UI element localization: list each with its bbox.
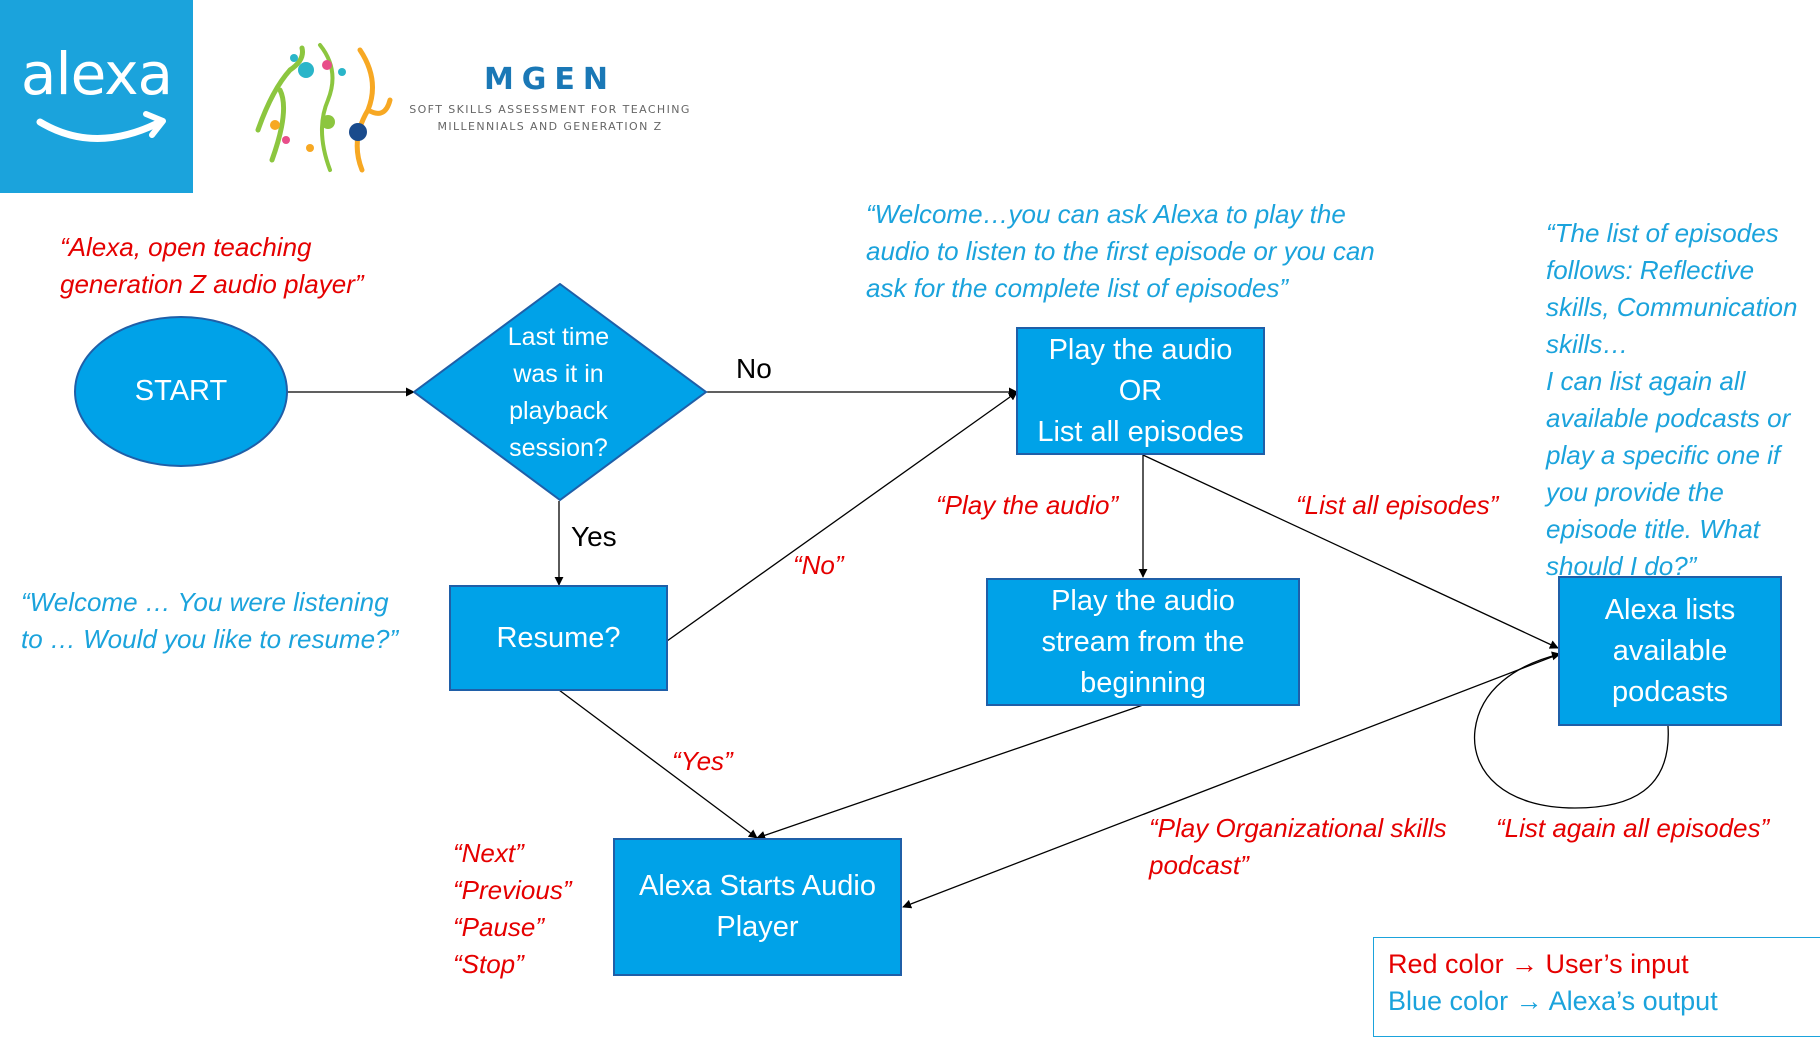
- audio-player-node: Alexa Starts Audio Player: [613, 838, 902, 976]
- user-input-play-org: “Play Organizational skills podcast”: [1149, 813, 1447, 880]
- alexa-output-welcome-resume: “Welcome … You were listening to … Would…: [21, 587, 399, 654]
- legend-blue: Blue color → Alexa’s output: [1388, 986, 1718, 1016]
- alexa-output-welcome-first: “Welcome…you can ask Alexa to play the a…: [866, 199, 1375, 303]
- alexa-lists-label: Alexa lists available podcasts: [1604, 593, 1736, 708]
- edge-stream-to-player: [756, 704, 1144, 840]
- resume-label: Resume?: [496, 621, 621, 654]
- mgen-subtitle: SOFT SKILLS ASSESSMENT FOR TEACHING MILL…: [409, 103, 691, 133]
- mgen-title: MGEN: [483, 62, 617, 97]
- mgen-logo: MGEN SOFT SKILLS ASSESSMENT FOR TEACHING…: [250, 30, 689, 180]
- edge-resume-yes: [558, 689, 758, 839]
- alexa-output-episode-list: “The list of episodes follows: Reflectiv…: [1546, 218, 1798, 581]
- color-legend: Red color → User’s input Blue color → Al…: [1373, 937, 1820, 1037]
- play-or-list-node: Play the audio OR List all episodes: [1016, 327, 1265, 455]
- alexa-logo-text: alexa: [20, 40, 173, 108]
- user-input-open-skill: “Alexa, open teaching generation Z audio…: [60, 232, 364, 299]
- user-input-list-all: “List all episodes”: [1296, 490, 1499, 520]
- edge-lists-to-player: [902, 652, 1563, 909]
- edge-label-yes: Yes: [571, 521, 617, 552]
- alexa-logo: alexa: [0, 0, 193, 193]
- play-or-list-label: Play the audio OR List all episodes: [1037, 333, 1244, 448]
- alexa-lists-node: Alexa lists available podcasts: [1558, 576, 1782, 726]
- edge-list-episodes: [1142, 454, 1559, 649]
- play-stream-node: Play the audio stream from the beginning: [986, 578, 1300, 706]
- edge-label-no: No: [736, 353, 772, 384]
- resume-node: Resume?: [449, 585, 668, 691]
- decision-diamond: [413, 283, 708, 502]
- user-input-no: “No”: [793, 550, 844, 580]
- mgen-figures-icon: [255, 43, 393, 173]
- play-stream-label: Play the audio stream from the beginning: [1041, 584, 1245, 699]
- start-node-label: START: [134, 375, 228, 407]
- audio-player-label: Alexa Starts Audio Player: [639, 870, 876, 943]
- user-input-yes: “Yes”: [672, 746, 733, 776]
- user-input-list-again: “List again all episodes”: [1496, 813, 1770, 843]
- legend-red: Red color → User’s input: [1388, 949, 1689, 979]
- edge-list-again-loop: [1473, 651, 1669, 809]
- decision-node-label: Last time was it in playback session?: [507, 322, 610, 462]
- user-input-play-audio: “Play the audio”: [936, 490, 1119, 520]
- start-node: START: [74, 316, 288, 467]
- edge-resume-no: [666, 391, 1018, 642]
- user-input-player-commands: “Next” “Previous” “Pause” “Stop”: [453, 838, 572, 979]
- decision-node: Last time was it in playback session?: [470, 300, 647, 485]
- alexa-smile-icon: [36, 111, 166, 142]
